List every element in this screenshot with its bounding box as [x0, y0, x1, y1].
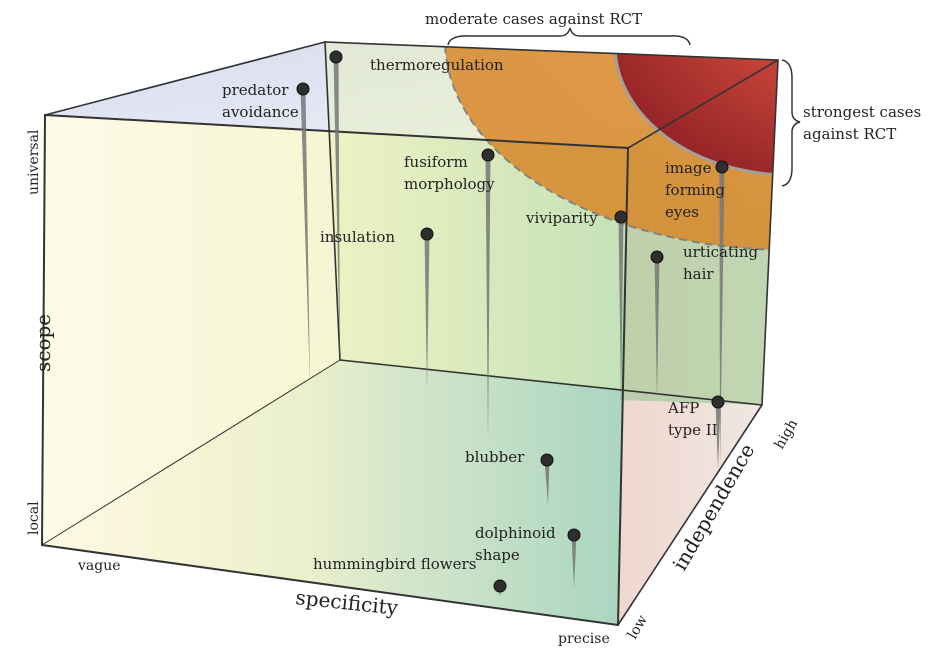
cube: [40, 41, 779, 627]
pin-head: [650, 250, 664, 264]
point-hummingbird-flowers: hummingbird flowers: [313, 555, 507, 596]
pin-head: [540, 453, 554, 467]
independence-high-label: high: [772, 417, 802, 452]
point-thermoregulation: thermoregulation: [329, 50, 504, 360]
points: thermoregulation predator avoidance fusifor…: [222, 50, 758, 596]
point-dolphinoid-shape: dolphinoid shape: [475, 524, 581, 588]
point-label: shape: [475, 546, 520, 564]
strongest-cases-label: strongest cases: [803, 103, 921, 121]
pin-line: [333, 57, 340, 360]
moderate-brace: [447, 27, 691, 46]
specificity-high-label: precise: [558, 631, 610, 647]
point-fusiform-morphology: fusiform morphology: [404, 148, 495, 440]
cube-front-face: [42, 115, 628, 625]
strongest-brace: [781, 59, 801, 187]
pin-line: [424, 234, 430, 390]
point-label: hummingbird flowers: [313, 555, 476, 573]
point-viviparity: viviparity: [525, 209, 628, 400]
pin-line: [654, 257, 660, 400]
point-label: eyes: [665, 203, 699, 221]
scope-low-label: local: [26, 501, 42, 535]
point-insulation: insulation: [320, 227, 434, 390]
point-label: hair: [683, 265, 714, 283]
pin-line: [571, 535, 577, 588]
point-label: urticating: [683, 243, 758, 261]
point-label: dolphinoid: [475, 524, 556, 542]
point-urticating-hair: urticating hair: [650, 243, 758, 400]
pin-head: [329, 50, 343, 64]
independence-low-label: low: [625, 612, 651, 642]
pin-head: [420, 227, 434, 241]
scope-high-label: universal: [26, 129, 42, 195]
point-label: insulation: [320, 228, 395, 246]
pin-head: [614, 210, 628, 224]
moderate-cases-sphere: [444, 42, 778, 251]
point-predator-avoidance: predator avoidance: [222, 81, 310, 385]
pin-head: [481, 148, 495, 162]
point-image-forming-eyes: image forming eyes: [665, 159, 729, 470]
specificity-low-label: vague: [77, 558, 121, 574]
pin-line: [618, 217, 624, 400]
pin-head: [711, 395, 725, 409]
point-label: image: [665, 159, 712, 177]
cube-edges: [40, 41, 779, 627]
pin-head: [493, 579, 507, 593]
pin-line: [544, 460, 550, 505]
point-label: viviparity: [525, 209, 598, 227]
point-label: type II: [668, 421, 718, 439]
point-label: predator: [222, 81, 289, 99]
scope-axis-label: scope: [31, 314, 55, 372]
pin-line: [485, 155, 491, 440]
point-label: fusiform: [404, 153, 468, 171]
pin-head: [296, 82, 310, 96]
pin-head: [715, 160, 729, 174]
pin-line: [300, 89, 310, 385]
point-label: avoidance: [222, 103, 299, 121]
point-label: thermoregulation: [370, 56, 504, 74]
point-label: forming: [665, 181, 725, 199]
pin-head: [567, 528, 581, 542]
pin-line: [715, 402, 721, 470]
pin-line: [719, 167, 725, 470]
moderate-cases-label: moderate cases against RCT: [425, 10, 642, 28]
point-label: AFP: [667, 399, 699, 417]
point-blubber: blubber: [465, 448, 554, 505]
point-label: morphology: [404, 175, 495, 193]
strongest-cases-label-2: against RCT: [803, 125, 896, 143]
point-afp-type-ii: AFP type II: [667, 395, 725, 470]
point-label: blubber: [465, 448, 525, 466]
